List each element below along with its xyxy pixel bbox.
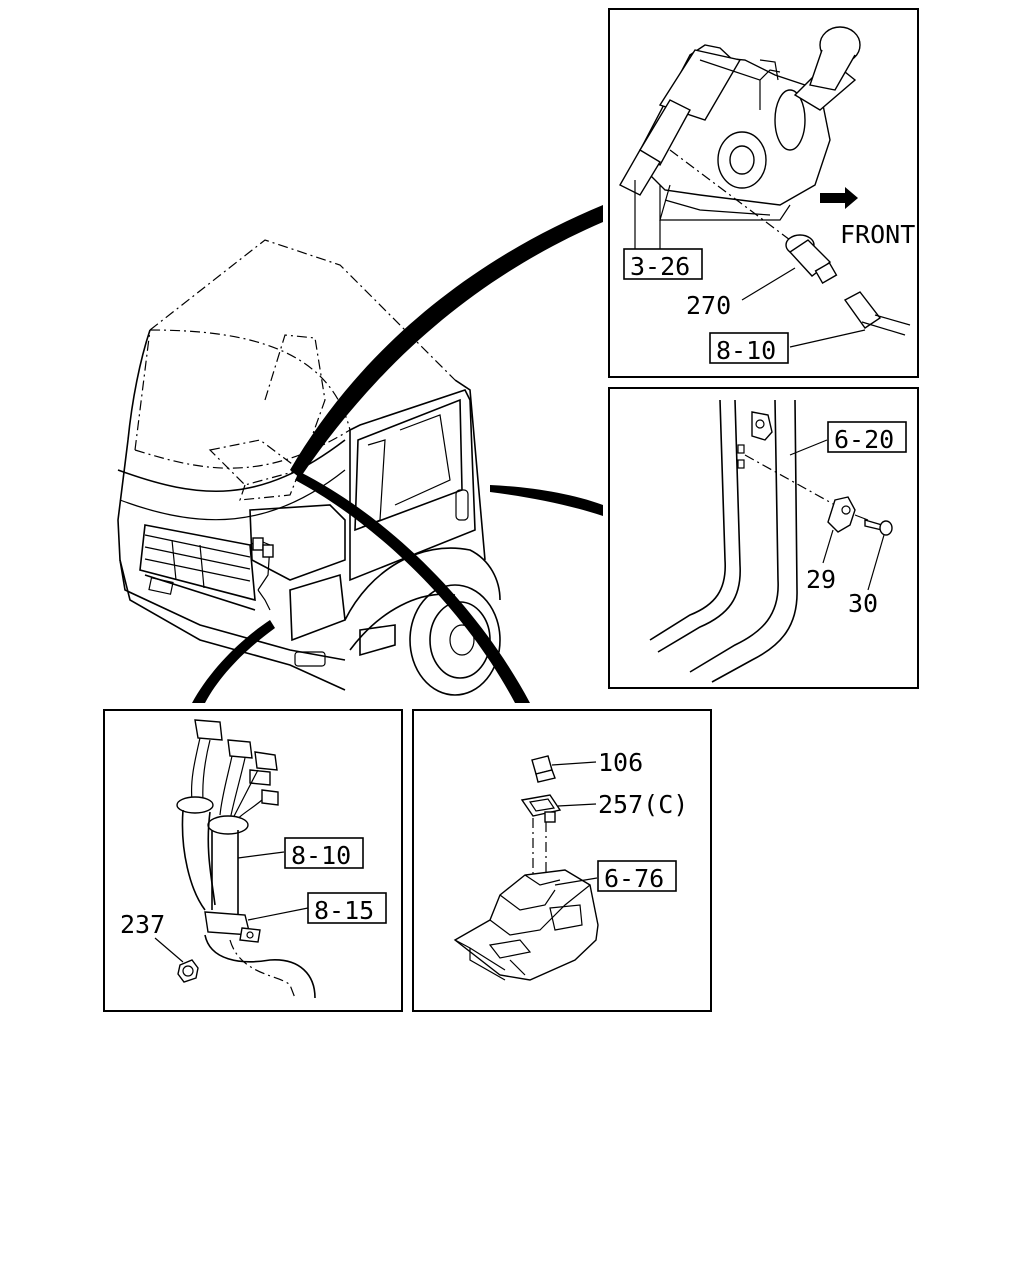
door-frame-illustration bbox=[649, 399, 798, 683]
ref-box-8-10-bottom bbox=[284, 837, 364, 869]
pressure-sensor-270 bbox=[785, 234, 838, 285]
ref-8-10-top: 8-10 bbox=[716, 336, 776, 365]
bracket-29 bbox=[827, 496, 856, 533]
ref-box-8-15 bbox=[307, 892, 387, 924]
panel-bottom-left: 237 8-10 8-15 bbox=[103, 709, 403, 1012]
bezel-257 bbox=[520, 794, 562, 823]
callout-arcs bbox=[192, 205, 603, 703]
front-label: FRONT bbox=[840, 220, 915, 249]
callout-237: 237 bbox=[120, 910, 165, 939]
ref-box-3-26 bbox=[623, 248, 703, 280]
ref-6-20: 6-20 bbox=[834, 425, 894, 454]
center-console-illustration bbox=[453, 869, 599, 981]
callout-270: 270 bbox=[686, 291, 731, 320]
ref-box-8-10-top bbox=[709, 332, 789, 364]
switch-106 bbox=[531, 755, 556, 783]
panel-mid-right: 6-20 29 30 bbox=[608, 387, 919, 689]
front-arrow-icon bbox=[820, 187, 858, 209]
callout-30: 30 bbox=[848, 589, 878, 618]
ref-box-6-76 bbox=[597, 860, 677, 892]
ref-8-10-bottom: 8-10 bbox=[291, 841, 351, 870]
callout-106: 106 bbox=[598, 748, 643, 777]
ref-8-15: 8-15 bbox=[314, 896, 374, 925]
nut-237 bbox=[177, 959, 199, 983]
bolt-30 bbox=[864, 519, 893, 536]
wire-harness-illustration bbox=[176, 719, 316, 999]
panel-top-right: FRONT 3-26 270 8-10 bbox=[608, 8, 919, 378]
engine-block bbox=[619, 26, 861, 221]
callout-29: 29 bbox=[806, 565, 836, 594]
callout-257: 257(C) bbox=[598, 790, 688, 819]
harness-connector bbox=[843, 291, 911, 336]
panel-bottom-mid: 106 257(C) 6-76 bbox=[412, 709, 712, 1012]
ref-3-26: 3-26 bbox=[630, 252, 690, 281]
ref-6-76: 6-76 bbox=[604, 864, 664, 893]
ref-box-6-20 bbox=[827, 421, 907, 453]
